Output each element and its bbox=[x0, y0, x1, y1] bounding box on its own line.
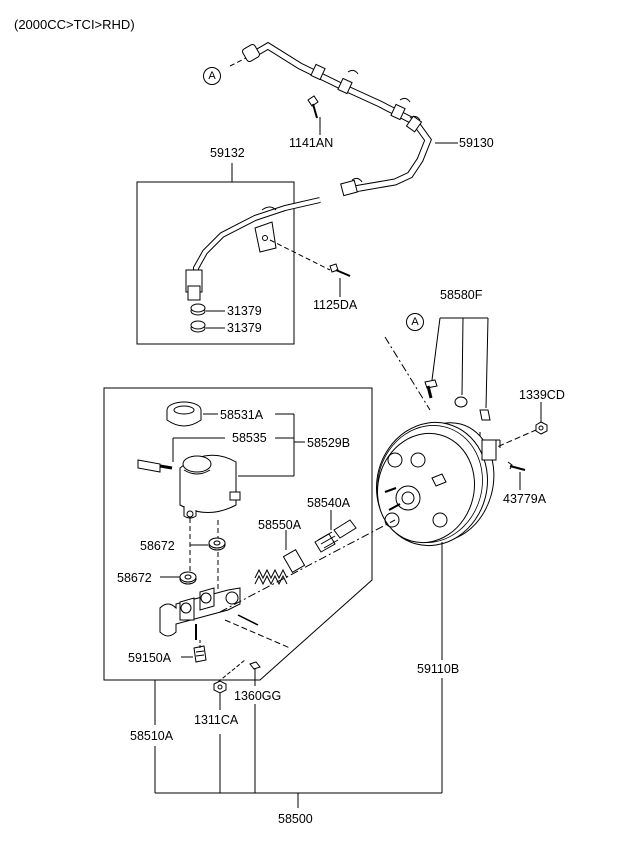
box-58510a bbox=[103, 387, 373, 681]
seal-58672-upper bbox=[208, 537, 226, 551]
clamps-31379 bbox=[190, 303, 225, 333]
callout-a-lower: A bbox=[406, 313, 424, 331]
seal-58672-lower bbox=[179, 571, 197, 585]
part-label-58672-upper: 58672 bbox=[140, 539, 175, 553]
brake-booster bbox=[376, 421, 497, 547]
model-spec-title: (2000CC>TCI>RHD) bbox=[14, 17, 135, 32]
part-label-1141an: 1141AN bbox=[289, 136, 334, 150]
part-label-58672-lower: 58672 bbox=[117, 571, 152, 585]
part-label-58500: 58500 bbox=[278, 812, 313, 826]
bolt-1141an bbox=[307, 95, 319, 119]
part-label-59130: 59130 bbox=[459, 136, 494, 150]
part-label-58510a: 58510A bbox=[130, 729, 174, 743]
nut-1339cd bbox=[535, 421, 548, 435]
part-label-58531a: 58531A bbox=[220, 408, 264, 422]
level-sensor-58535 bbox=[137, 459, 173, 473]
box-59132 bbox=[136, 181, 295, 345]
part-label-1125da: 1125DA bbox=[313, 298, 358, 312]
vacuum-hose bbox=[242, 41, 432, 197]
nut-1360gg bbox=[249, 661, 261, 670]
part-label-31379-lower: 31379 bbox=[227, 321, 262, 335]
part-label-1360gg: 1360GG bbox=[234, 689, 282, 703]
nut-1311ca bbox=[213, 680, 227, 694]
part-58580f bbox=[424, 379, 491, 421]
part-label-58529b: 58529B bbox=[307, 436, 351, 450]
part-label-59150a: 59150A bbox=[128, 651, 172, 665]
part-label-59110b: 59110B bbox=[417, 662, 460, 676]
pin-43779a bbox=[507, 461, 526, 471]
part-label-59132: 59132 bbox=[210, 146, 245, 160]
spring-58550a bbox=[254, 549, 306, 586]
reservoir-58529b bbox=[179, 454, 241, 519]
bolt-1125da bbox=[329, 263, 351, 277]
part-label-43779a: 43779A bbox=[503, 492, 547, 506]
part-label-58580f: 58580F bbox=[440, 288, 483, 302]
part-label-58550a: 58550A bbox=[258, 518, 302, 532]
part-label-58535: 58535 bbox=[232, 431, 267, 445]
reservoir-cap-58531a bbox=[166, 401, 202, 427]
part-label-58540a: 58540A bbox=[307, 496, 351, 510]
fitting-59150a bbox=[193, 645, 207, 663]
hose-59132 bbox=[185, 197, 321, 301]
part-label-1339cd: 1339CD bbox=[519, 388, 565, 402]
piston-58540a bbox=[314, 519, 357, 553]
master-cylinder bbox=[159, 587, 241, 640]
part-label-1311ca: 1311CA bbox=[194, 713, 239, 727]
callout-a-upper: A bbox=[203, 67, 221, 85]
part-label-31379-upper: 31379 bbox=[227, 304, 262, 318]
